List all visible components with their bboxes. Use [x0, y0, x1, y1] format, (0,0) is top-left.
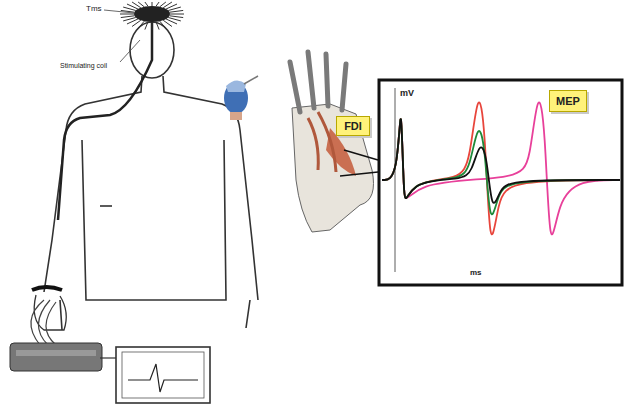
mep-trace — [382, 102, 620, 234]
coil-label: Stimulating coil — [60, 62, 107, 69]
coil-spike — [145, 2, 148, 6]
finger — [342, 64, 346, 110]
label-box: MEP — [549, 90, 587, 112]
hand-illustration — [290, 52, 374, 232]
finger — [290, 62, 300, 112]
coil-spike — [160, 21, 166, 28]
finger — [326, 54, 328, 106]
mep-trace — [382, 102, 620, 234]
finger — [308, 52, 314, 108]
coil-spike — [138, 2, 144, 7]
coil-spike — [138, 21, 144, 28]
coil-spike — [152, 22, 153, 30]
amplifier-unit — [10, 343, 118, 371]
axis-unit: mV — [400, 88, 414, 98]
tms-label: Tms — [86, 4, 102, 13]
coil-spike — [156, 2, 159, 6]
coil-spike — [163, 20, 172, 26]
wrist-electrode — [31, 287, 66, 345]
coil-spike — [121, 16, 135, 18]
coil-spike — [120, 14, 134, 15]
body-outline — [44, 22, 258, 330]
leader-line — [120, 40, 140, 62]
mep-trace — [382, 119, 620, 214]
stimulating-coil — [120, 2, 184, 30]
coil-spike — [152, 2, 153, 6]
box-label: MEP — [556, 95, 580, 107]
coil-spike — [170, 16, 184, 18]
coil-spike — [145, 22, 148, 30]
y-axis — [395, 88, 396, 272]
coil-spike — [168, 7, 181, 10]
box-label: FDI — [344, 120, 362, 132]
leader-line — [344, 150, 378, 160]
coil-spike — [123, 17, 136, 20]
cable — [58, 20, 152, 220]
leader-line — [340, 172, 378, 176]
leader-line — [104, 10, 134, 13]
recording-panel — [379, 80, 622, 285]
label-box: FDI — [336, 116, 370, 136]
monitor — [116, 347, 210, 403]
coil-spike — [170, 10, 184, 12]
axis-unit: ms — [470, 268, 482, 277]
coil-spike — [170, 14, 184, 15]
head-icon — [224, 76, 258, 120]
mep-trace — [382, 119, 620, 203]
coil-spike — [156, 22, 159, 30]
